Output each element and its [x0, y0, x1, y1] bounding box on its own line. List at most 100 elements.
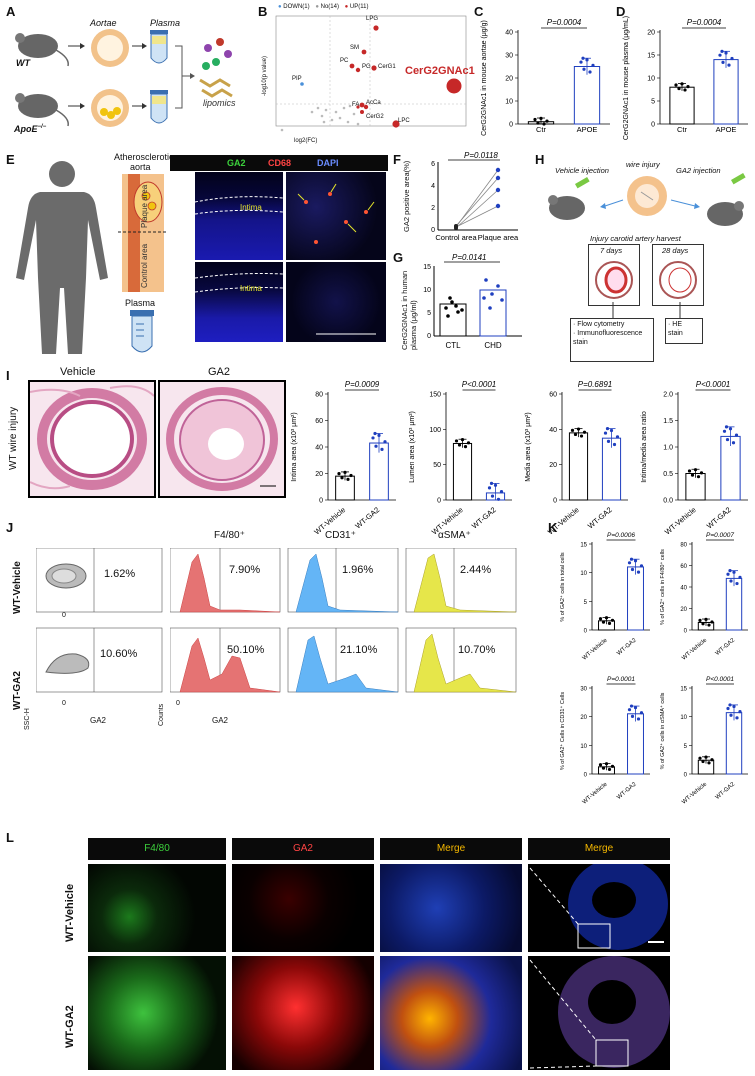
data-point	[581, 56, 585, 60]
data-point	[373, 431, 377, 436]
data-point	[728, 703, 732, 707]
aorta-label: aorta	[130, 162, 151, 172]
data-point	[454, 439, 459, 443]
y-tick-label: 0	[584, 773, 588, 779]
f-ytick-4: 4	[431, 183, 435, 190]
point-lpg: LPG	[366, 16, 379, 22]
point-cerg1: CerG1	[378, 64, 396, 70]
y-tick-label: 10	[647, 76, 655, 83]
data-point	[349, 473, 353, 478]
data-point	[496, 497, 501, 501]
j-row-vehicle: WT-Vehicle	[12, 561, 23, 614]
data-point	[463, 445, 468, 449]
y-tick-label: 40	[505, 30, 513, 37]
data-point	[731, 441, 736, 445]
data-point	[722, 429, 727, 433]
data-point	[457, 443, 462, 447]
j-zero-2: 0	[62, 700, 66, 707]
data-point	[726, 706, 730, 711]
p-value-label: P=0.0006	[607, 532, 635, 539]
j-col-asma: αSMA⁺	[438, 530, 471, 541]
g-xcat-chd: CHD	[484, 341, 502, 350]
p-value-label: P<0.0001	[696, 380, 730, 389]
data-point	[636, 717, 641, 721]
h-28days: 28 days	[662, 246, 689, 255]
y-tick-label: 20	[315, 471, 323, 478]
volcano-legend: ● DOWN(1) ● No(14) ● UP(11)	[278, 4, 369, 10]
apoe-label: ApoE−/−	[14, 124, 47, 134]
y-tick-label: 40	[549, 427, 557, 434]
j-cd31-vehicle: 1.96%	[342, 564, 374, 576]
j-counts-label: Counts	[158, 703, 165, 726]
stain-dapi: DAPI	[317, 158, 339, 168]
h-list2: · HE stain	[668, 321, 683, 337]
data-point	[704, 755, 708, 759]
g-bar-ctl	[439, 303, 467, 337]
point-sm: SM	[350, 45, 359, 51]
data-point	[718, 53, 722, 57]
panel-j-label: J	[6, 520, 14, 535]
lipid-molecules-icon	[199, 38, 233, 98]
panel-f-label: F	[393, 152, 401, 167]
x-category-label: APOE	[716, 125, 737, 134]
p-value-label: P=0.0009	[345, 380, 380, 389]
data-point	[710, 620, 714, 624]
data-point	[725, 437, 730, 442]
l-vehicle-f480	[88, 864, 226, 952]
point-lpc: LPC	[398, 118, 410, 124]
y-tick-label: 1.0	[663, 445, 673, 452]
p-value-label: P=0.0004	[687, 18, 722, 27]
data-point	[728, 427, 733, 431]
data-point	[724, 425, 729, 429]
j-ga2-axis-2: GA2	[212, 716, 229, 725]
mouse-left-icon	[548, 195, 585, 220]
data-point	[738, 710, 742, 714]
data-point	[579, 60, 583, 64]
y-tick-label: 60	[549, 392, 557, 399]
y-tick-label: 40	[680, 586, 687, 592]
f-ytick-0: 0	[431, 227, 435, 234]
bar-1	[725, 712, 743, 775]
chart-g: P=0.0141 0 5 10 15 CTL CHD	[423, 253, 522, 350]
data-point	[677, 86, 681, 91]
j-asma-vehicle: 2.44%	[460, 564, 492, 576]
y-tick-label: 0	[684, 629, 688, 635]
data-point	[696, 475, 701, 479]
data-point	[687, 469, 692, 473]
data-point	[607, 767, 612, 772]
artery-wire-icon	[627, 176, 667, 216]
data-point	[710, 758, 714, 762]
data-point	[545, 119, 549, 123]
data-point	[570, 428, 575, 432]
l-ga2-merge-overview	[528, 956, 670, 1070]
point-cerg2: CerG2	[366, 114, 384, 120]
syringe-right-icon	[731, 172, 746, 185]
h-ga2-injection: GA2 injection	[676, 166, 721, 175]
x-category-label: WT-GA2	[470, 505, 498, 530]
data-point	[573, 432, 578, 437]
x-category-label: WT-GA2	[353, 505, 381, 530]
y-axis-label: CerG2GNAc1 in mouse plasma (μg/mL)	[623, 16, 630, 140]
g-ytick-0: 0	[427, 333, 431, 340]
if-plaque-low	[195, 172, 283, 260]
l-header-ga2: GA2	[232, 838, 374, 860]
x-category-label: WT-GA2	[616, 637, 638, 657]
y-tick-label: 0	[584, 629, 588, 635]
data-point	[683, 88, 687, 92]
y-tick-label: 0	[319, 498, 323, 505]
if-plaque-high	[286, 172, 386, 260]
syringe-left-icon	[575, 176, 590, 189]
data-point	[490, 494, 495, 498]
data-point	[499, 490, 504, 494]
x-category-label: Ctr	[677, 125, 688, 134]
f-ytick-6: 6	[431, 161, 435, 168]
data-point	[627, 708, 632, 712]
y-tick-label: 0	[509, 122, 513, 129]
data-point	[680, 82, 684, 86]
l-vehicle-merge-overview	[528, 864, 670, 952]
